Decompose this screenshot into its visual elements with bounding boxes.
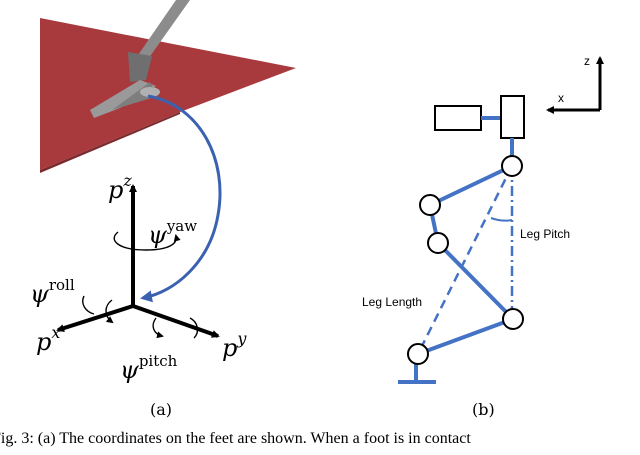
sublabel-a: (a) — [150, 400, 172, 419]
leg-segment-1 — [429, 164, 513, 207]
joint-foot — [407, 343, 429, 365]
roll-rotation-arrow — [105, 299, 114, 324]
panel-b: z x Leg Pitch Leg Length (b) — [362, 54, 604, 419]
contact-plate-edge — [40, 112, 180, 173]
leg-segment-4 — [417, 317, 514, 356]
label-leg-length: Leg Length — [362, 295, 422, 309]
label-z-axis: z — [584, 54, 590, 68]
leg-pitch-angle-arc — [490, 217, 513, 222]
label-leg-pitch: Leg Pitch — [520, 227, 570, 241]
px-axis — [56, 304, 134, 332]
py-axis — [132, 304, 220, 338]
label-psi-yaw: ψyaw — [148, 217, 197, 249]
leg-length-line — [416, 165, 514, 355]
joint-hip — [501, 155, 523, 177]
figure-caption: Fig. 3: (a) The coordinates on the feet … — [0, 430, 471, 447]
panel-a: pz ψyaw ψroll px py ψpitch (a) — [30, 0, 296, 419]
label-psi-roll: ψroll — [30, 276, 75, 308]
pitch-rotation-arrow — [152, 317, 164, 339]
label-px: px — [36, 323, 60, 356]
label-psi-pitch: ψpitch — [120, 352, 178, 384]
label-x-axis: x — [558, 91, 564, 105]
foot-to-frame-arrow — [140, 94, 222, 303]
joint-knee-2 — [427, 232, 449, 254]
hip-block — [500, 95, 525, 139]
roll-rotation-arrow-2 — [82, 295, 95, 315]
contact-plate — [40, 18, 296, 170]
leg-segment-3 — [436, 241, 515, 321]
label-pz: pz — [108, 171, 132, 204]
hip-block-side — [434, 105, 482, 131]
sublabel-b: (b) — [472, 400, 495, 419]
label-py: py — [222, 329, 247, 362]
joint-knee-1 — [419, 194, 441, 216]
robot-foot — [90, 0, 190, 118]
pitch-rotation-arrow-2 — [189, 317, 199, 339]
joint-ankle — [502, 308, 524, 330]
yaw-rotation-arrow — [113, 231, 181, 251]
